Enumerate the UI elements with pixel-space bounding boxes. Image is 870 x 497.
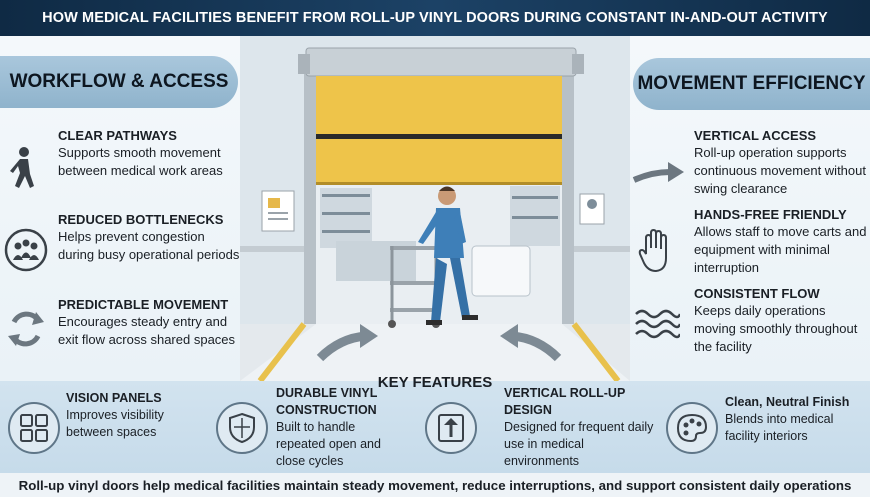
key-features-heading: KEY FEATURES bbox=[377, 374, 493, 391]
hands-free-desc: Allows staff to move carts and equipment… bbox=[694, 224, 867, 275]
hand-icon bbox=[638, 228, 674, 279]
vertical-access-title: VERTICAL ACCESS bbox=[694, 128, 817, 143]
clear-pathways-item: CLEAR PATHWAYS Supports smooth movement … bbox=[58, 128, 240, 180]
vertical-rollup-title: VERTICAL ROLL-UP DESIGN bbox=[504, 386, 626, 417]
consistent-flow-title: CONSISTENT FLOW bbox=[694, 286, 820, 301]
vertical-access-item: VERTICAL ACCESS Roll-up operation suppor… bbox=[694, 128, 870, 198]
reduced-bottlenecks-desc: Helps prevent congestion during busy ope… bbox=[58, 229, 240, 262]
vertical-rollup-feature: VERTICAL ROLL-UP DESIGN Designed for fre… bbox=[504, 385, 654, 470]
durable-vinyl-desc: Built to handle repeated open and close … bbox=[276, 420, 381, 468]
group-people-icon bbox=[4, 228, 48, 277]
consistent-flow-item: CONSISTENT FLOW Keeps daily operations m… bbox=[694, 286, 870, 356]
durable-vinyl-feature: DURABLE VINYL CONSTRUCTION Built to hand… bbox=[276, 385, 406, 470]
workflow-access-heading: WORKFLOW & ACCESS bbox=[0, 56, 238, 108]
clear-pathways-title: CLEAR PATHWAYS bbox=[58, 128, 177, 143]
reduced-bottlenecks-item: REDUCED BOTTLENECKS Helps prevent conges… bbox=[58, 212, 240, 264]
clean-finish-desc: Blends into medical facility interiors bbox=[725, 412, 834, 443]
vision-panels-feature: VISION PANELS Improves visibility betwee… bbox=[66, 390, 206, 441]
palette-icon bbox=[666, 402, 718, 454]
predictable-movement-item: PREDICTABLE MOVEMENT Encourages steady e… bbox=[58, 297, 240, 349]
vertical-access-desc: Roll-up operation supports continuous mo… bbox=[694, 145, 866, 196]
consistent-flow-desc: Keeps daily operations moving smoothly t… bbox=[694, 303, 858, 354]
door-scene-illustration bbox=[240, 36, 630, 381]
cycle-arrows-icon bbox=[4, 308, 48, 355]
clear-pathways-desc: Supports smooth movement between medical… bbox=[58, 145, 223, 178]
clean-finish-feature: Clean, Neutral Finish Blends into medica… bbox=[725, 394, 865, 445]
footer-summary: Roll-up vinyl doors help medical facilit… bbox=[0, 473, 870, 497]
waves-icon bbox=[634, 306, 682, 347]
shield-icon bbox=[216, 402, 268, 454]
grid-panels-icon bbox=[8, 402, 60, 454]
roll-up-door-illustration bbox=[240, 36, 630, 381]
vertical-rollup-desc: Designed for frequent daily use in medic… bbox=[504, 420, 654, 468]
hands-free-title: HANDS-FREE FRIENDLY bbox=[694, 207, 847, 222]
page-title: HOW MEDICAL FACILITIES BENEFIT FROM ROLL… bbox=[0, 0, 870, 36]
hands-free-item: HANDS-FREE FRIENDLY Allows staff to move… bbox=[694, 207, 870, 277]
up-arrow-icon bbox=[425, 402, 477, 454]
reduced-bottlenecks-title: REDUCED BOTTLENECKS bbox=[58, 212, 224, 227]
predictable-movement-desc: Encourages steady entry and exit flow ac… bbox=[58, 314, 236, 347]
movement-efficiency-heading: MOVEMENT EFFICIENCY bbox=[633, 58, 870, 110]
vision-panels-title: VISION PANELS bbox=[66, 391, 162, 405]
curved-arrow-icon bbox=[632, 158, 684, 193]
vision-panels-desc: Improves visibility between spaces bbox=[66, 408, 164, 439]
walking-person-icon bbox=[6, 146, 42, 201]
predictable-movement-title: PREDICTABLE MOVEMENT bbox=[58, 297, 229, 312]
durable-vinyl-title: DURABLE VINYL CONSTRUCTION bbox=[276, 386, 378, 417]
clean-finish-title: Clean, Neutral Finish bbox=[725, 395, 850, 409]
